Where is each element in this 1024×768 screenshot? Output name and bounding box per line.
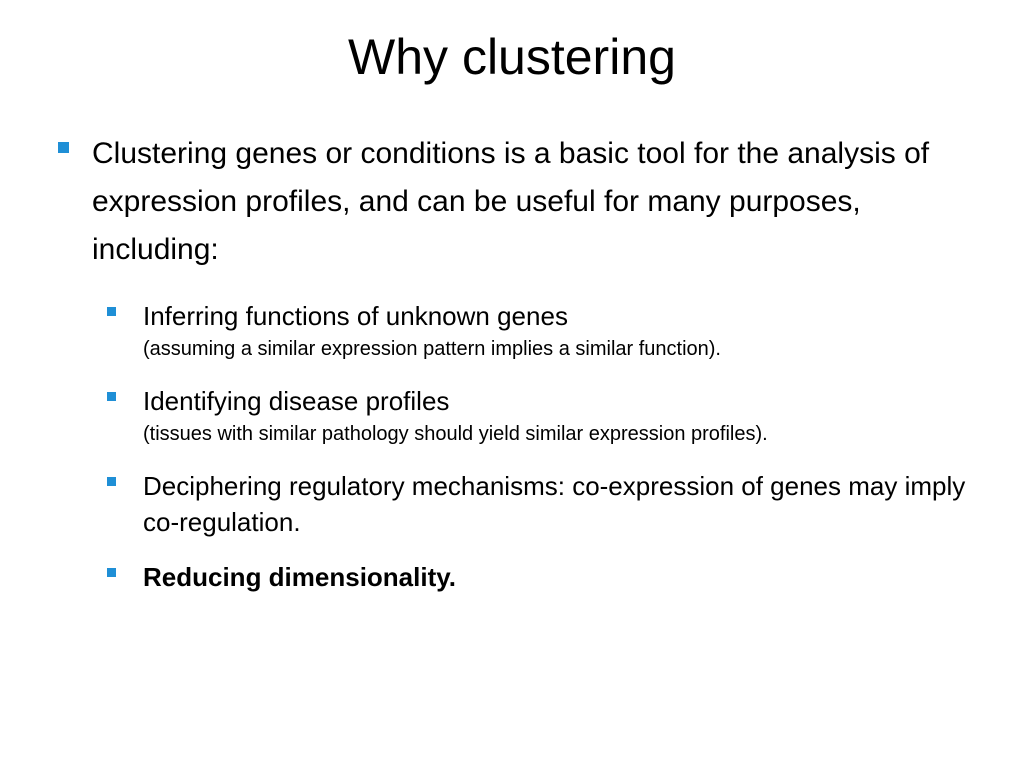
- sub-bullet-item: Inferring functions of unknown genes (as…: [107, 298, 1007, 364]
- square-bullet-icon: [107, 568, 116, 577]
- sub-bullet-list: Inferring functions of unknown genes (as…: [107, 298, 1007, 614]
- square-bullet-icon: [107, 392, 116, 401]
- square-bullet-icon: [107, 307, 116, 316]
- square-bullet-icon: [58, 142, 69, 153]
- sub-bullet-item: Identifying disease profiles (tissues wi…: [107, 383, 1007, 449]
- square-bullet-icon: [107, 477, 116, 486]
- sub-bullet-note: (assuming a similar expression pattern i…: [143, 338, 721, 360]
- sub-bullet-text: Identifying disease profiles: [143, 386, 450, 416]
- sub-bullet-item: Reducing dimensionality.: [107, 559, 1007, 595]
- main-bullet: Clustering genes or conditions is a basi…: [58, 130, 958, 274]
- sub-bullet-item: Deciphering regulatory mechanisms: co-ex…: [107, 468, 1007, 540]
- sub-bullet-text: Reducing dimensionality.: [143, 562, 457, 592]
- sub-bullet-text: Deciphering regulatory mechanisms: co-ex…: [143, 471, 966, 537]
- slide-title: Why clustering: [348, 29, 676, 85]
- sub-bullet-text: Inferring functions of unknown genes: [143, 301, 568, 331]
- main-bullet-text: Clustering genes or conditions is a basi…: [92, 137, 930, 266]
- sub-bullet-note: (tissues with similar pathology should y…: [143, 423, 768, 445]
